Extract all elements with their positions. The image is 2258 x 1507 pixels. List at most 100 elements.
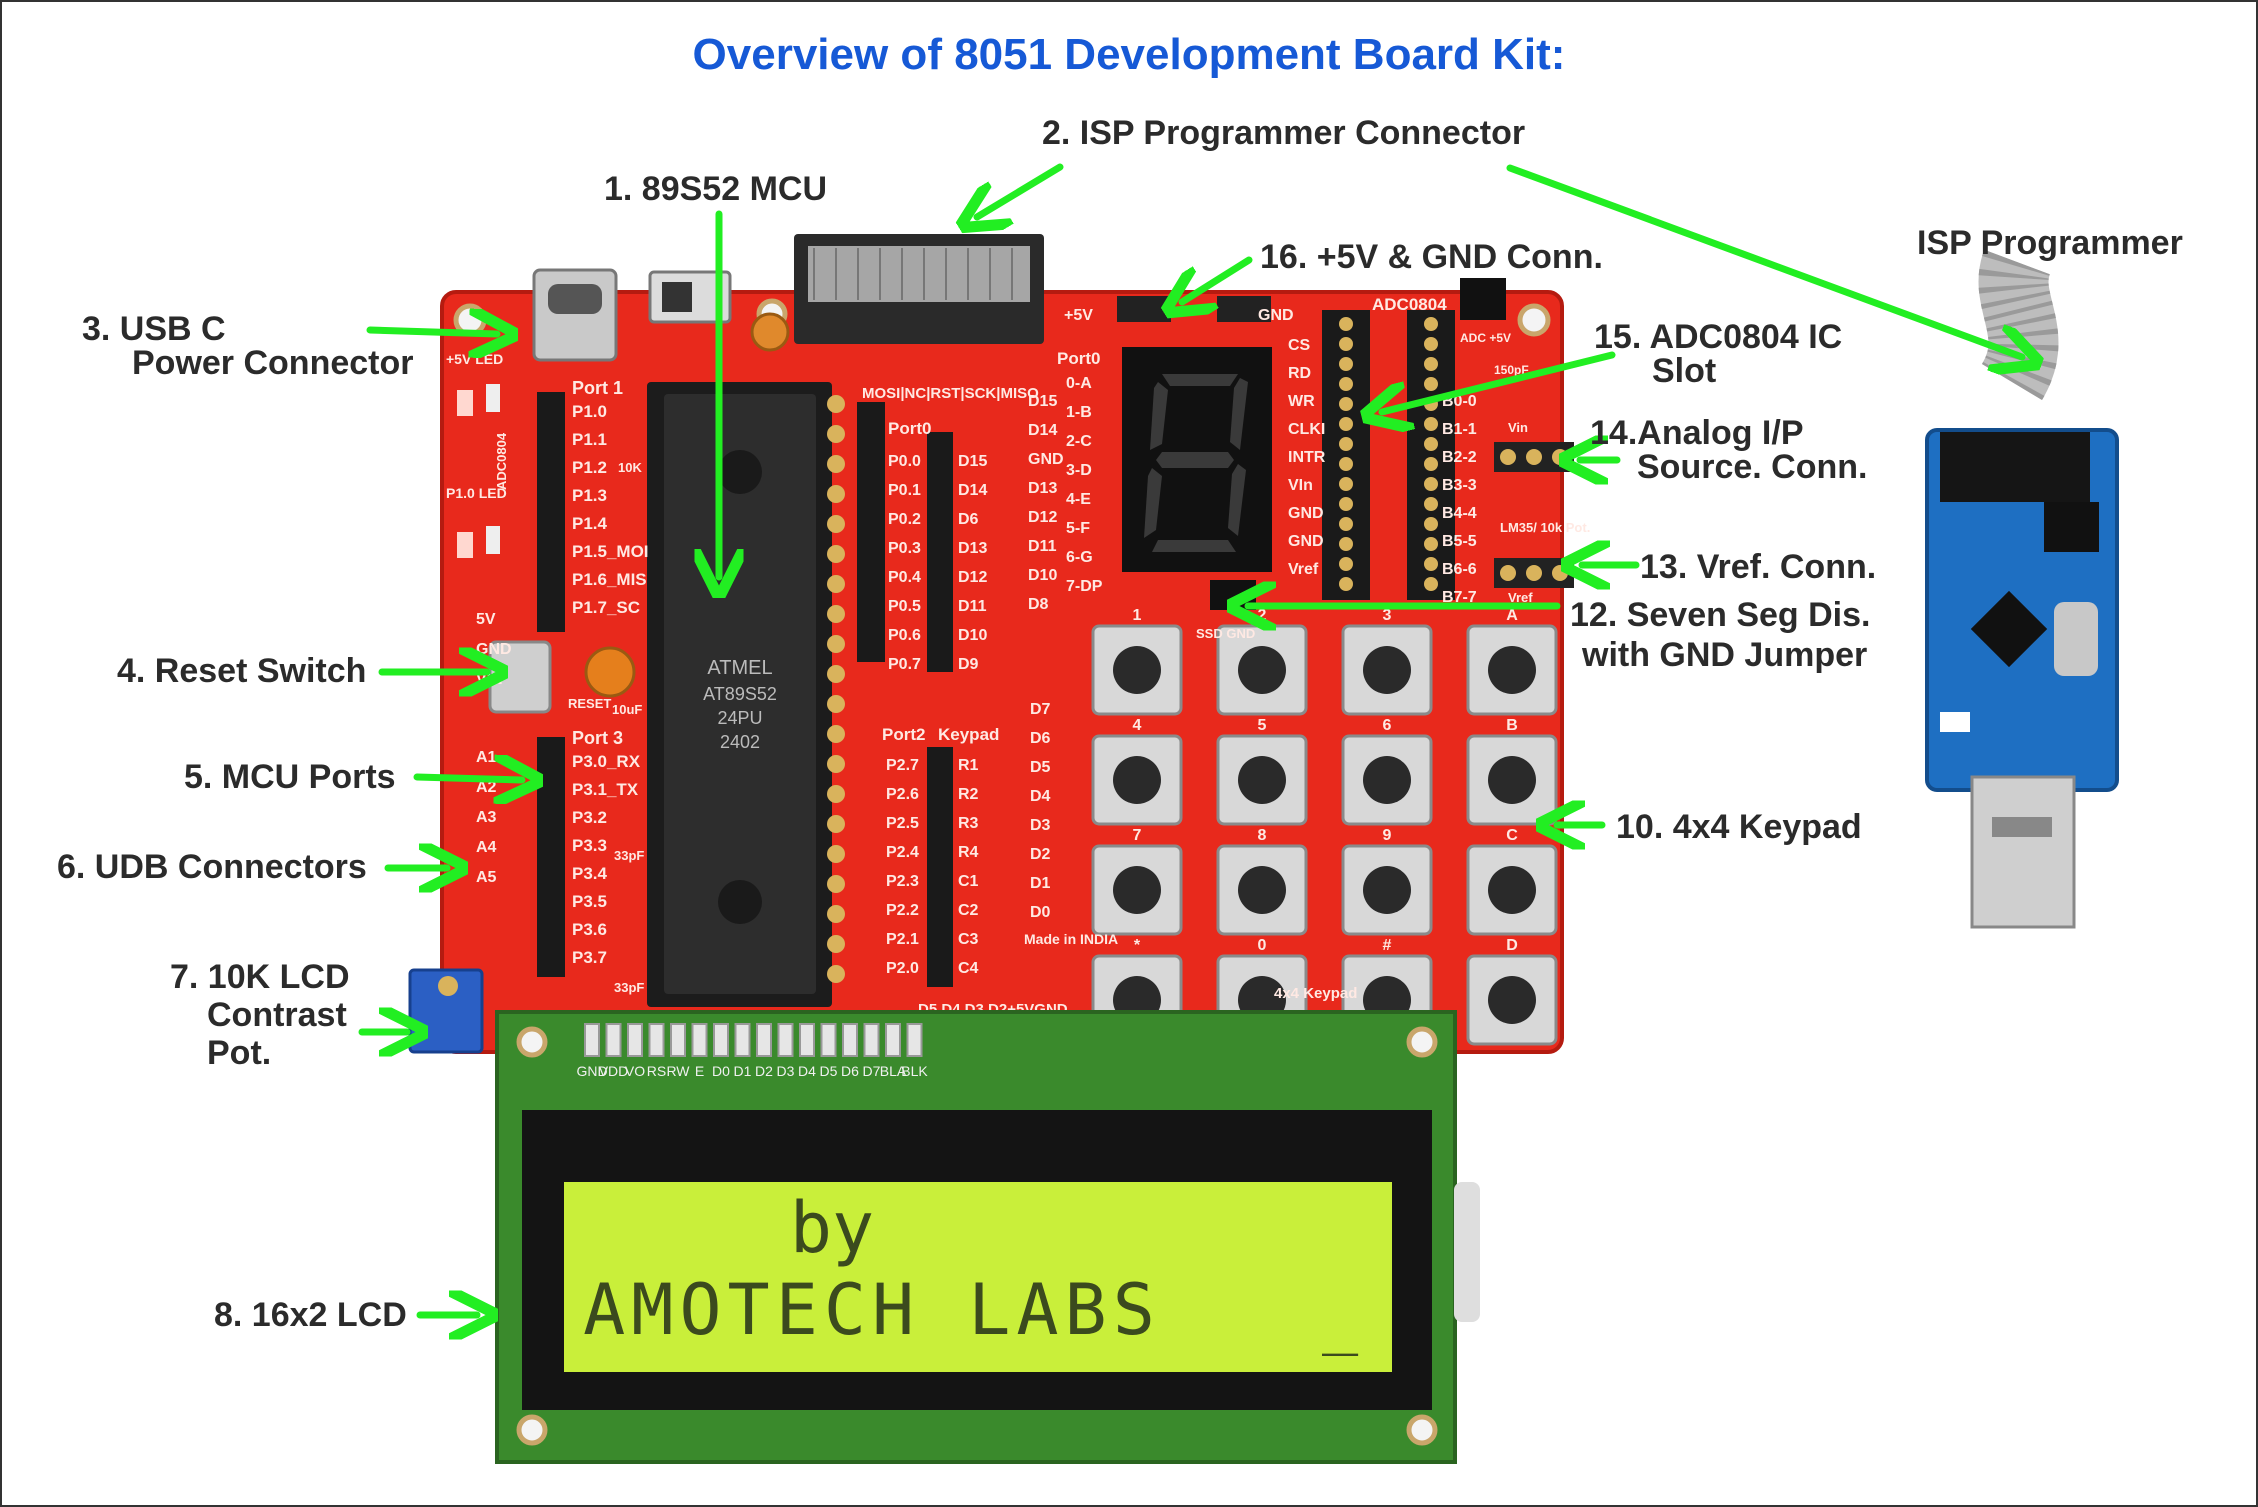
key-label: 4 [1133,717,1142,734]
keypad-title: Keypad [938,725,999,744]
adc-5v-label: ADC +5V [1460,331,1511,345]
data-pin: D2 [1030,846,1051,863]
port3-pin: P3.2 [572,808,607,827]
label-usb-1: 3. USB C [82,310,226,348]
lcd-pin-label: BLK [901,1063,928,1079]
keypad-caption: 4x4 Keypad [1274,985,1357,1002]
port0-pin: P0.6 [888,627,921,644]
data-pin: D1 [1030,875,1051,892]
adc-right-pin: B6-6 [1442,561,1477,578]
port0-map: 3-D [1066,462,1092,479]
adc-right-pin: B5-5 [1442,533,1477,550]
keypad-button [1341,844,1433,936]
adc-pin: CLKI [1288,421,1325,438]
lcd-line-1: by [790,1187,874,1269]
lcd-pin-label: VDD [599,1063,629,1079]
gnd-label: GND [1258,307,1294,324]
port1-pin: P1.4 [572,514,608,533]
port0-pin: P0.2 [888,511,921,528]
key-label: C [1506,827,1518,844]
port2-pin: P2.4 [886,844,919,861]
adc-right-pin: B4-4 [1442,505,1477,522]
lcd-pin-label: D4 [798,1063,816,1079]
lcd-pin-label: GND [576,1063,607,1079]
port2-pin: P2.7 [886,757,919,774]
keypad-button [1091,734,1183,826]
port0-data: D11 [958,598,987,615]
port1-title: Port 1 [572,378,623,398]
label-udb: 6. UDB Connectors [57,848,367,886]
keypad-button [1091,624,1183,716]
data-pin: D13 [1028,480,1057,497]
isp-header-label: MOSI|NC|RST|SCK|MISO [862,385,1039,402]
port3-pin: P3.7 [572,948,607,967]
label-keypad: 10. 4x4 Keypad [1616,808,1862,846]
label-isp-connector: 2. ISP Programmer Connector [1042,114,1526,152]
label-analog-1: 14.Analog I/P [1590,414,1804,452]
keypad-pin: R1 [958,757,979,774]
port0-pin: P0.7 [888,656,921,673]
port1-pin: P1.6_MIS [572,570,647,589]
port1-pin: P1.5_MOI [572,542,649,561]
label-mcu: 1. 89S52 MCU [604,170,827,208]
mcu-chip: ATMEL AT89S52 24PU 2402 [647,382,845,1007]
key-label: B [1506,717,1518,734]
lm35-label: LM35/ 10k Pot. [1500,520,1590,535]
port2-pin: P2.3 [886,873,919,890]
lcd-pin-label: RS [647,1063,666,1079]
key-label: 2 [1258,607,1267,624]
key-label: 9 [1383,827,1392,844]
label-seven-seg-2: with GND Jumper [1582,636,1868,674]
keypad-button [1091,844,1183,936]
port2-pin: P2.5 [886,815,919,832]
power-pin: GND [476,641,512,658]
port0-data: D9 [958,656,979,673]
port0-pin: P0.0 [888,453,921,470]
key-label: * [1134,937,1141,954]
lcd-pin-label: D6 [841,1063,859,1079]
port0-pin: P0.3 [888,540,921,557]
adc0804-socket [1322,310,1455,600]
data-pin: D15 [1028,393,1057,410]
cap-150p-label: 150pF [1494,363,1529,377]
label-mcu-ports: 5. MCU Ports [184,758,396,796]
chip-brand: ATMEL [707,657,772,679]
key-label: A [1506,607,1518,624]
udb-pin: A3 [476,809,497,826]
lcd-pin-label: D1 [734,1063,752,1079]
lcd-pin-label: VO [625,1063,645,1079]
seven-segment-display [1122,347,1272,610]
port2-title: Port2 [882,725,925,744]
label-pot-1: 7. 10K LCD [170,958,350,996]
adc0804-side-label: ADC0804 [494,432,509,490]
adc-pin: GND [1288,533,1324,550]
keypad-button [1341,734,1433,826]
data-pin: D7 [1030,701,1051,718]
chip-line-3: 2402 [720,732,760,752]
keypad-button [1216,734,1308,826]
port0-pin: P0.4 [888,569,921,586]
reset-label: RESET [568,696,611,711]
adc-pin: WR [1288,393,1315,410]
label-usb-2: Power Connector [132,344,414,382]
chip-line-1: AT89S52 [703,684,777,704]
vin-label: Vin [1508,420,1528,435]
label-5v-gnd: 16. +5V & GND Conn. [1260,238,1603,276]
port0-data: D15 [958,453,987,470]
adc-right-pin: B3-3 [1442,477,1477,494]
lcd-pin-label: BLA [880,1063,907,1079]
lcd-pin-label: RW [666,1063,690,1079]
arrow-isp-programmer [1506,164,2022,357]
adc-right-pin: B7-7 [1442,589,1477,606]
key-label: # [1383,937,1392,954]
key-label: D [1506,937,1518,954]
label-analog-2: Source. Conn. [1637,448,1868,486]
data-pin: D0 [1030,904,1051,921]
contrast-pot [408,968,484,1054]
udb-pin: A2 [476,779,497,796]
adc-right-pin: B2-2 [1442,449,1477,466]
isp-connector [794,234,1044,344]
arrow-mcu-ports [413,777,522,780]
